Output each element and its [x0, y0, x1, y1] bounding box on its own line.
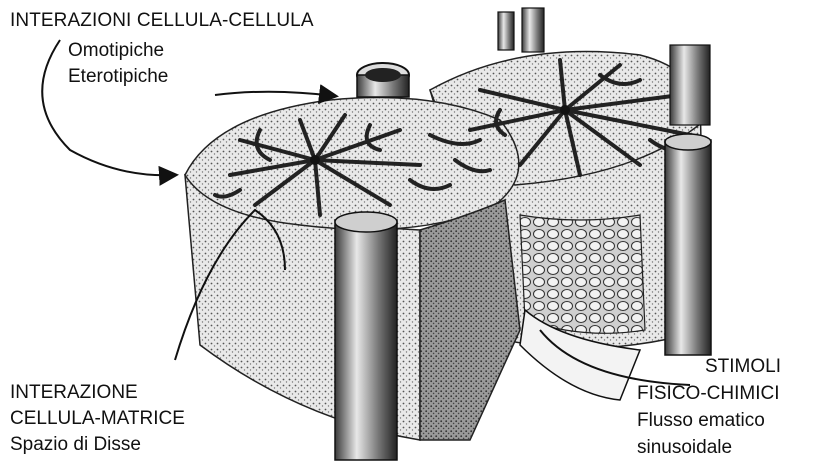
label-cell-matrix-title-line-2: CELLULA-MATRICE	[10, 408, 185, 430]
label-cell-matrix-title-line-1: INTERAZIONE	[10, 382, 185, 404]
cutaway-interior	[420, 200, 520, 440]
label-stimuli-item-2: sinusoidale	[637, 437, 781, 459]
label-stimuli-title-line-1: STIMOLI	[705, 356, 781, 378]
central-vein-back	[560, 105, 570, 115]
label-cell-cell: INTERAZIONI CELLULA-CELLULA Omotipiche E…	[10, 10, 314, 88]
label-cell-matrix: INTERAZIONE CELLULA-MATRICE Spazio di Di…	[10, 382, 185, 456]
vessel-top-right-3	[670, 45, 710, 125]
vessel-top-right-1	[498, 12, 514, 50]
label-cell-matrix-item: Spazio di Disse	[10, 434, 185, 456]
arrow-cell-cell-eterotipiche	[215, 92, 335, 96]
label-cell-cell-item-1: Omotipiche	[68, 40, 314, 62]
portal-vessel-back-right	[665, 140, 711, 355]
vessel-top-right-2	[522, 8, 544, 52]
hepatocyte-cells	[520, 215, 645, 333]
label-stimuli-title-line-2: FISICO-CHIMICI	[637, 383, 781, 405]
central-vein-front	[310, 155, 320, 165]
label-stimuli: STIMOLI FISICO-CHIMICI Flusso ematico si…	[637, 356, 781, 459]
portal-vessel-front	[335, 220, 397, 460]
label-cell-cell-title: INTERAZIONI CELLULA-CELLULA	[10, 10, 314, 32]
label-stimuli-item-1: Flusso ematico	[637, 410, 781, 432]
label-cell-cell-item-2: Eterotipiche	[68, 66, 314, 88]
